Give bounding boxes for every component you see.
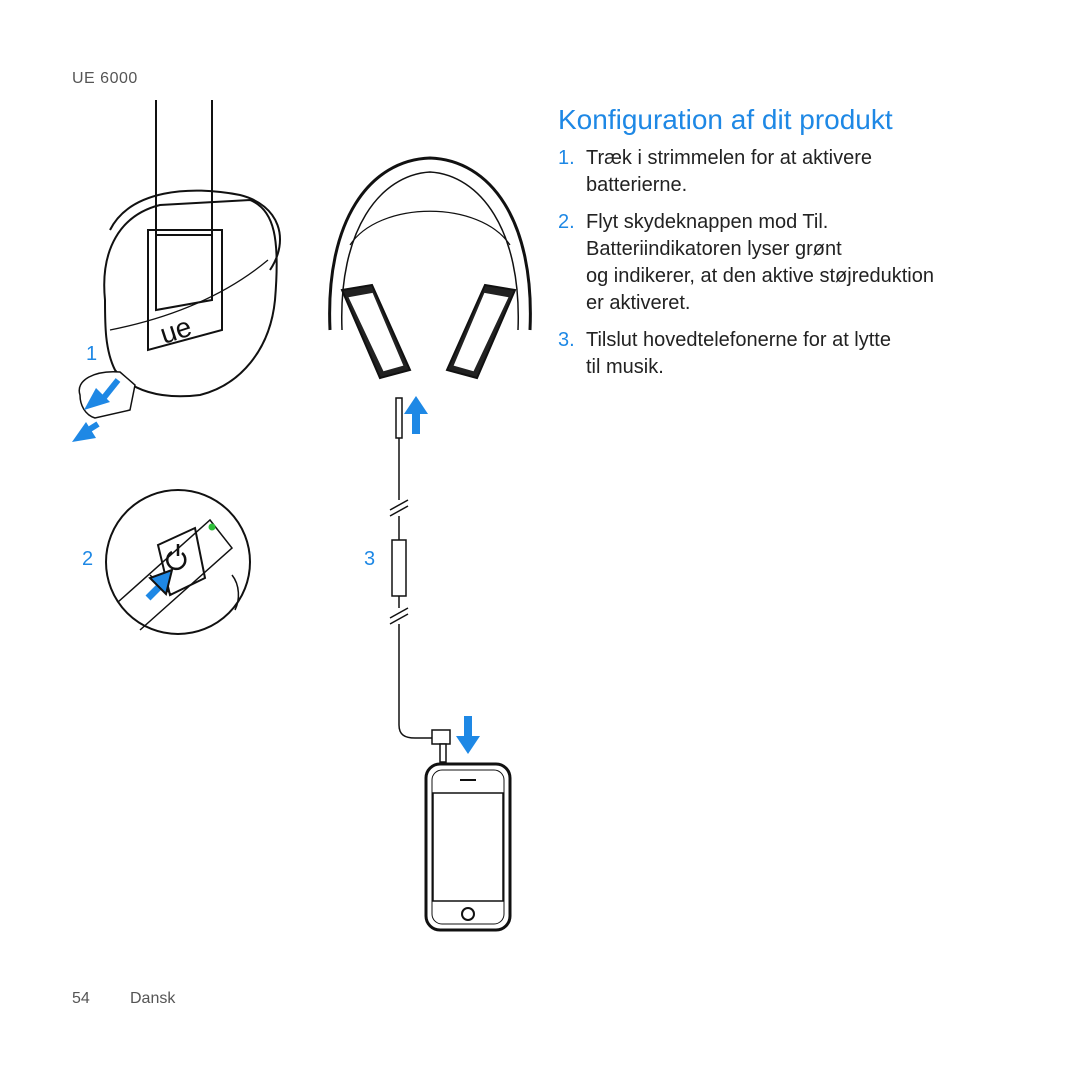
step-item-1: 1. Træk i strimmelen for at aktivere bat… bbox=[558, 145, 1028, 199]
audio-jack-icon bbox=[395, 397, 403, 439]
step-text-line: Flyt skydeknappen mod Til. bbox=[586, 211, 829, 233]
language-label: Dansk bbox=[130, 990, 176, 1007]
arrow-icon bbox=[72, 422, 96, 442]
step-item-2: 2. Flyt skydeknappen mod Til. Batteriind… bbox=[558, 209, 1028, 317]
step-label-3: 3 bbox=[364, 548, 376, 570]
arrow-icon bbox=[456, 716, 480, 754]
arrow-icon bbox=[148, 568, 174, 596]
page-title: Konfiguration af dit produkt bbox=[558, 104, 893, 135]
step-text-line: og indikerer, at den aktive støjreduktio… bbox=[586, 265, 934, 287]
audio-jack-icon bbox=[439, 743, 447, 763]
arrow-icon bbox=[84, 388, 110, 410]
step-text-line: er aktiveret. bbox=[586, 292, 691, 314]
step-number: 2. bbox=[558, 211, 575, 233]
step-text-line: Batteriindikatoren lyser grønt bbox=[586, 238, 842, 260]
step-number: 3. bbox=[558, 329, 575, 351]
headphones-icon bbox=[328, 156, 532, 380]
product-name: UE 6000 bbox=[72, 70, 138, 87]
step-text-line: batterierne. bbox=[586, 174, 688, 196]
arrow-icon bbox=[404, 396, 428, 434]
step-number: 1. bbox=[558, 147, 575, 169]
pull-tab-illustration bbox=[72, 371, 136, 442]
setup-steps-list: 1. Træk i strimmelen for at aktivere bat… bbox=[558, 145, 1028, 391]
inline-remote bbox=[391, 539, 407, 597]
step-text-line: Træk i strimmelen for at aktivere bbox=[586, 147, 872, 169]
page-number: 54 bbox=[72, 990, 90, 1007]
earcup-closeup-illustration: ue bbox=[103, 100, 281, 398]
battery-indicator-led bbox=[208, 523, 216, 531]
step-text-line: til musik. bbox=[586, 356, 664, 378]
power-icon bbox=[166, 544, 187, 571]
audio-cable-illustration bbox=[389, 397, 451, 763]
power-switch-detail-illustration bbox=[105, 489, 251, 635]
step-label-2: 2 bbox=[82, 548, 94, 570]
step-text-line: Tilslut hovedtelefonerne for at lytte bbox=[586, 329, 891, 351]
step-item-3: 3. Tilslut hovedtelefonerne for at lytte… bbox=[558, 327, 1028, 381]
step-label-1: 1 bbox=[86, 343, 98, 365]
phone-icon bbox=[424, 762, 512, 932]
